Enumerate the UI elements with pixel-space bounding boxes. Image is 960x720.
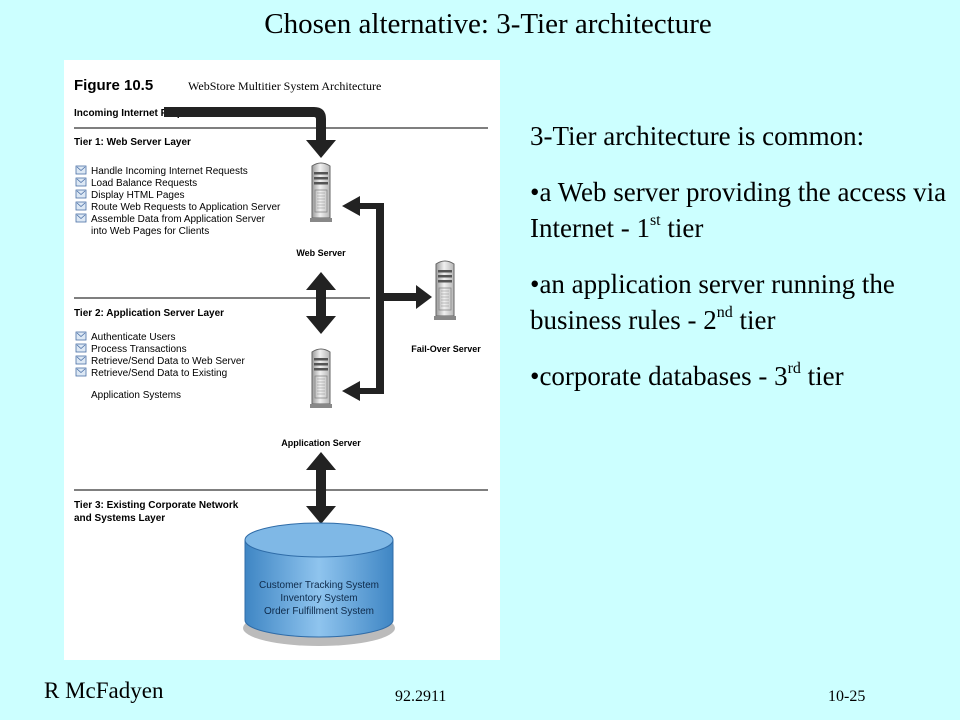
app-server-label: Application Server [281,438,361,448]
database-line: Inventory System [280,593,357,604]
footer-page-number: 10-25 [828,688,866,705]
tier2-heading: Tier 2: Application Server Layer [74,308,224,319]
bullet-sup: nd [716,304,733,321]
tier3-heading-line2: and Systems Layer [74,513,165,524]
arrows [164,107,432,524]
incoming-label: Incoming Internet Requests [74,108,206,119]
tier2-item: Retrieve/Send Data to Existing [91,368,227,379]
bullet-text: corporate databases - 3 [539,361,788,391]
failover-server-icon [433,260,457,321]
architecture-diagram: Figure 10.5 WebStore Multitier System Ar… [74,77,488,646]
tier3-heading-line1: Tier 3: Existing Corporate Network [74,500,239,511]
checkbox-icon [75,367,87,377]
tier1-item: Display HTML Pages [91,190,185,201]
tier1-item: into Web Pages for Clients [91,226,209,237]
tier1-item: Load Balance Requests [91,178,197,189]
bullet-sup: st [649,212,661,229]
bullet-list: 3-Tier architecture is common: •a Web se… [530,118,950,414]
checkbox-icon [75,343,87,353]
bullet-text: a Web server providing the access via In… [530,177,947,243]
web-server-label: Web Server [296,248,346,258]
tier1-list: Handle Incoming Internet Requests Load B… [75,165,281,237]
bullet-item: •corporate databases - 3rd tier [530,358,950,394]
tier2-item: Authenticate Users [91,332,176,343]
checkbox-icon [75,189,87,199]
web-app-arrow [306,272,336,334]
checkbox-icon [75,201,87,211]
footer-course: 92.2911 [395,688,447,705]
failover-server-label: Fail-Over Server [411,344,481,354]
figure-caption: WebStore Multitier System Architecture [188,79,381,93]
tier2-item: Retrieve/Send Data to Web Server [91,356,245,367]
checkbox-icon [75,165,87,175]
figure-number: Figure 10.5 [74,77,153,94]
incoming-arrow [164,107,336,158]
tier1-item: Route Web Requests to Application Server [91,202,281,213]
tier1-item: Handle Incoming Internet Requests [91,166,248,177]
app-db-arrow [306,452,336,524]
database-line: Customer Tracking System [259,580,379,591]
tier2-list: Authenticate Users Process Transactions … [75,331,245,401]
footer-author: R McFadyen [44,678,164,703]
tier1-heading: Tier 1: Web Server Layer [74,137,191,148]
database-cylinder-icon [243,522,395,646]
checkbox-icon [75,177,87,187]
checkbox-icon [75,355,87,365]
architecture-figure: Figure 10.5 WebStore Multitier System Ar… [64,60,500,660]
bullet-marker: • [530,361,540,391]
failover-bracket-arrow [342,196,432,401]
bullet-tail: tier [800,361,844,391]
bullet-sup: rd [787,360,801,377]
bullet-item: •a Web server providing the access via I… [530,174,950,246]
bullet-item: •an application server running the busin… [530,266,950,338]
tier2-item: Process Transactions [91,344,187,355]
bullet-tail: tier [732,305,776,335]
tier1-item: Assemble Data from Application Server [91,214,266,225]
tier2-item: Application Systems [91,390,181,401]
bullet-text: an application server running the busine… [530,269,895,335]
app-server-icon [309,348,333,409]
bullet-marker: • [530,177,540,207]
slide-title: Chosen alternative: 3-Tier architecture [264,8,712,40]
bullet-tail: tier [660,213,704,243]
web-server-icon [309,162,333,223]
database-line: Order Fulfillment System [264,606,374,617]
checkbox-icon [75,331,87,341]
bullet-intro: 3-Tier architecture is common: [530,121,865,151]
checkbox-icon [75,213,87,223]
bullet-marker: • [530,269,540,299]
